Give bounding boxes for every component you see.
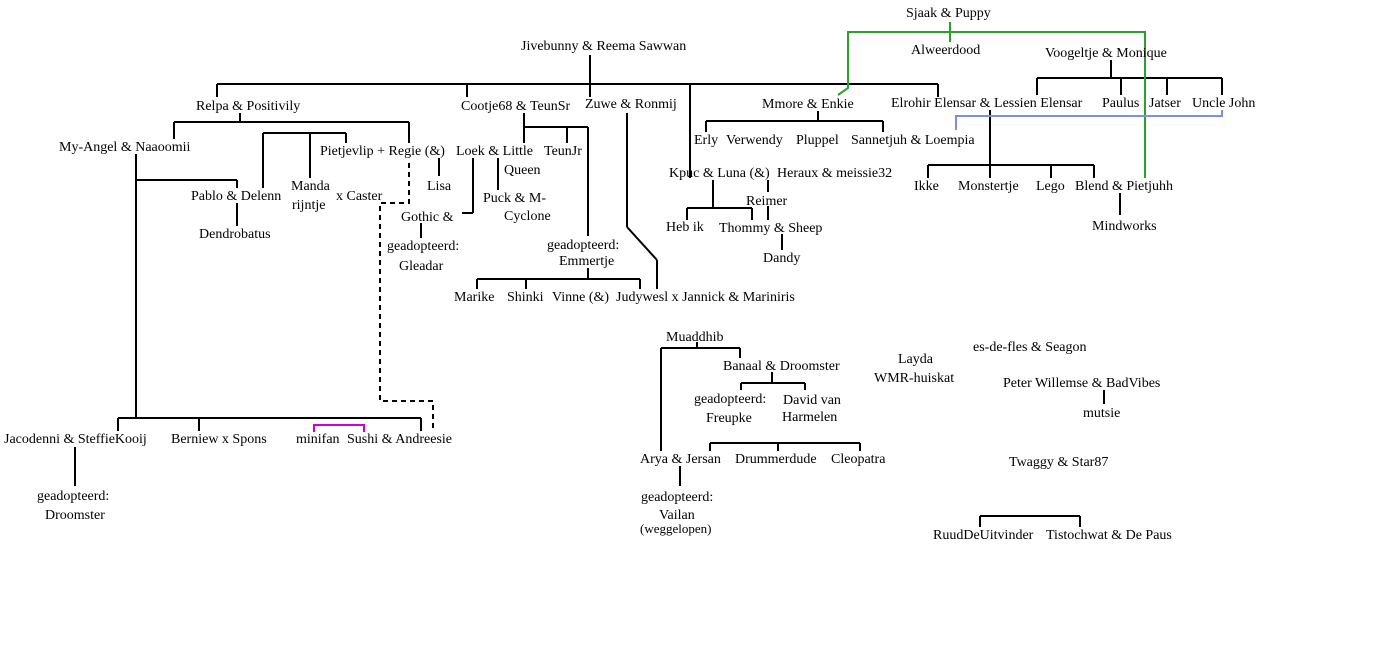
node-banaal-droomster: Banaal & Droomster: [723, 359, 840, 374]
node-berniew-spons: Berniew x Spons: [171, 432, 267, 447]
node-elrohir-lessien: Elrohir Elensar & Lessien Elensar: [891, 96, 1083, 111]
node-paulus: Paulus: [1102, 96, 1139, 111]
node-mmore-enkie: Mmore & Enkie: [762, 97, 854, 112]
node-teunjr: TeunJr: [544, 144, 582, 159]
node-esdefles-seagon: es-de-fles & Seagon: [973, 340, 1087, 355]
node-vinne: Vinne (&): [552, 290, 609, 305]
node-shinki: Shinki: [507, 290, 544, 305]
green-connector-line: [950, 31, 1146, 178]
node-cootje-teunsr: Cootje68 & TeunSr: [461, 99, 571, 114]
node-vailan: Vailan: [659, 508, 695, 523]
node-drummerdude: Drummerdude: [735, 452, 817, 467]
node-cleopatra: Cleopatra: [831, 452, 886, 467]
dashed-connector-line: [379, 163, 434, 431]
node-judywesl: Judywesl x Jannick & Mariniris: [616, 290, 795, 305]
node-sjaak-puppy: Sjaak & Puppy: [906, 6, 991, 21]
node-heb-ik: Heb ik: [666, 220, 704, 235]
connector-line: [626, 226, 658, 261]
node-jacodenni-steffie: Jacodenni & SteffieKooij: [4, 432, 147, 447]
node-relpa-positivity: Relpa & Positivily: [196, 99, 300, 114]
node-voogeltje-monique: Voogeltje & Monique: [1045, 46, 1167, 61]
node-geadopteerd-gleadar: geadopteerd:: [387, 239, 459, 254]
node-heraux-meissie: Heraux & meissie32: [777, 166, 892, 181]
node-rijntje: rijntje: [292, 198, 325, 213]
node-pablo-delenn: Pablo & Delenn: [191, 189, 281, 204]
node-pluppel: Pluppel: [796, 133, 839, 148]
node-sannetjuh-loempia: Sannetjuh & Loempia: [851, 133, 975, 148]
node-mindworks: Mindworks: [1092, 219, 1157, 234]
node-arya-jersan: Arya & Jersan: [640, 452, 721, 467]
node-pietjevlip-regie: Pietjevlip + Regie (&): [320, 144, 445, 159]
node-layda: Layda: [898, 352, 934, 367]
node-labels: Sjaak & Puppy Alweerdood Jivebunny & Ree…: [4, 6, 1255, 543]
blue-connector-line: [955, 110, 1223, 130]
node-droomster: Droomster: [45, 508, 105, 523]
node-geadopteerd-vailan: geadopteerd:: [641, 490, 713, 505]
node-thommy-sheep: Thommy & Sheep: [719, 221, 822, 236]
node-loek-little: Loek & Little: [456, 144, 533, 159]
node-ikke: Ikke: [914, 179, 939, 194]
node-gleadar: Gleadar: [399, 259, 444, 274]
node-wmr-huiskat: WMR-huiskat: [874, 371, 954, 386]
node-sushi-andreesie: Sushi & Andreesie: [347, 432, 452, 447]
node-freupke: Freupke: [706, 411, 752, 426]
node-alweerdood: Alweerdood: [911, 43, 980, 58]
node-mutsie: mutsie: [1083, 406, 1120, 421]
node-lego: Lego: [1036, 179, 1065, 194]
node-blend-pietjuhh: Blend & Pietjuhh: [1075, 179, 1173, 194]
node-dandy: Dandy: [763, 251, 800, 266]
node-twaggy-star: Twaggy & Star87: [1009, 455, 1108, 470]
node-gothic: Gothic &: [401, 210, 454, 225]
node-minifan: minifan: [296, 432, 340, 447]
node-emmertje: Emmertje: [559, 254, 614, 269]
node-geadopteerd-emmertje: geadopteerd:: [547, 238, 619, 253]
node-zuwe-ronmij: Zuwe & Ronmij: [585, 97, 677, 112]
node-jivebunny-reema: Jivebunny & Reema Sawwan: [521, 39, 686, 54]
node-jatser: Jatser: [1149, 96, 1181, 111]
node-geadopteerd-droomster: geadopteerd:: [37, 489, 109, 504]
node-reimer: Reimer: [746, 194, 788, 209]
node-queen: Queen: [504, 163, 541, 178]
magenta-connector-line: [313, 424, 365, 432]
node-peter-badvibes: Peter Willemse & BadVibes: [1003, 376, 1160, 391]
node-kpuc-luna: Kpuc & Luna (&): [669, 166, 770, 181]
node-monstertje: Monstertje: [958, 179, 1019, 194]
green-connector-line: [837, 22, 951, 96]
node-muaddhib: Muaddhib: [666, 330, 724, 345]
node-puck-m: Puck & M-: [483, 191, 546, 206]
node-geadopteerd-freupke: geadopteerd:: [694, 392, 766, 407]
node-cyclone: Cyclone: [504, 209, 551, 224]
node-uncle-john: Uncle John: [1192, 96, 1255, 111]
node-myangel-naaoomii: My-Angel & Naaoomii: [59, 140, 191, 155]
node-harmelen: Harmelen: [782, 410, 837, 425]
node-ruud: RuudDeUitvinder: [933, 528, 1034, 543]
connector-lines: [74, 55, 1223, 527]
node-weggelopen: (weggelopen): [640, 521, 711, 536]
node-x-caster: x Caster: [336, 189, 383, 204]
node-tistochwat: Tistochwat & De Paus: [1046, 528, 1172, 543]
node-dendrobatus: Dendrobatus: [199, 227, 271, 242]
node-lisa: Lisa: [427, 179, 452, 194]
node-verwendy: Verwendy: [726, 133, 783, 148]
node-marike: Marike: [454, 290, 494, 305]
node-manda: Manda: [291, 179, 331, 194]
node-david-van: David van: [783, 393, 841, 408]
node-erly: Erly: [694, 133, 718, 148]
